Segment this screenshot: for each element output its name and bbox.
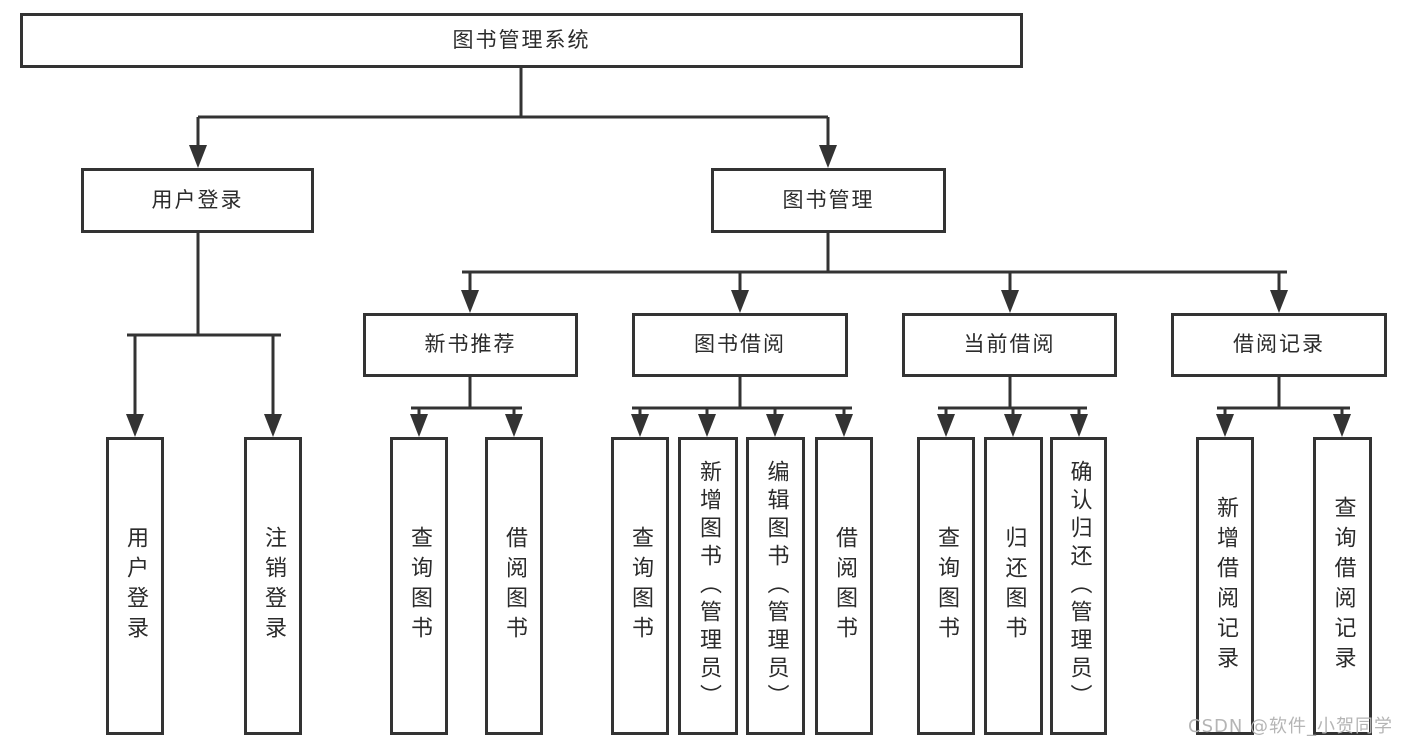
leaf-label: 用户登录 <box>123 526 148 646</box>
node-root-label: 图书管理系统 <box>452 27 591 52</box>
leaf-label: 新增借阅记录 <box>1213 496 1238 676</box>
leaf-bb-query-books: 查询图书 <box>611 437 669 735</box>
node-borrow-records-label: 借阅记录 <box>1233 332 1325 357</box>
leaf-label: 归还图书 <box>1001 526 1027 646</box>
leaf-ul-logout: 注销登录 <box>244 437 302 735</box>
leaf-cb-return-books: 归还图书 <box>984 437 1043 735</box>
leaf-label: 确认归还（管理员） <box>1066 460 1092 712</box>
node-book-management-label: 图书管理 <box>782 187 875 212</box>
node-current-borrow-label: 当前借阅 <box>963 332 1056 357</box>
node-book-borrow-label: 图书借阅 <box>694 332 786 357</box>
watermark: CSDN @软件_小贺同学 <box>1188 716 1394 737</box>
leaf-br-query-record: 查询借阅记录 <box>1313 437 1372 735</box>
leaf-label: 查询图书 <box>628 526 653 646</box>
leaf-label: 借阅图书 <box>502 526 527 646</box>
node-book-management: 图书管理 <box>711 168 946 233</box>
leaf-ul-user-login: 用户登录 <box>106 437 164 735</box>
leaf-label: 注销登录 <box>261 526 286 646</box>
node-new-book-recommend-label: 新书推荐 <box>424 332 517 357</box>
node-root: 图书管理系统 <box>20 13 1023 68</box>
leaf-br-add-record: 新增借阅记录 <box>1196 437 1254 735</box>
leaf-label: 借阅图书 <box>832 526 857 646</box>
arrowhead-icons <box>126 145 1351 437</box>
leaf-cb-confirm-return-admin: 确认归还（管理员） <box>1050 437 1107 735</box>
leaf-label: 编辑图书（管理员） <box>763 460 789 712</box>
node-current-borrow: 当前借阅 <box>902 313 1117 377</box>
node-book-borrow: 图书借阅 <box>632 313 848 377</box>
leaf-nb-query-books: 查询图书 <box>390 437 448 735</box>
leaf-label: 查询图书 <box>407 526 432 646</box>
leaf-bb-add-books-admin: 新增图书（管理员） <box>678 437 738 735</box>
leaf-label: 新增图书（管理员） <box>696 460 721 712</box>
leaf-nb-borrow-books: 借阅图书 <box>485 437 543 735</box>
node-user-login-label: 用户登录 <box>151 187 244 212</box>
leaf-label: 查询图书 <box>934 526 959 646</box>
node-user-login: 用户登录 <box>81 168 314 233</box>
node-new-book-recommend: 新书推荐 <box>363 313 578 377</box>
leaf-bb-edit-books-admin: 编辑图书（管理员） <box>746 437 805 735</box>
leaf-bb-borrow-books: 借阅图书 <box>815 437 873 735</box>
leaf-label: 查询借阅记录 <box>1330 496 1356 676</box>
node-borrow-records: 借阅记录 <box>1171 313 1387 377</box>
leaf-cb-query-books: 查询图书 <box>917 437 975 735</box>
